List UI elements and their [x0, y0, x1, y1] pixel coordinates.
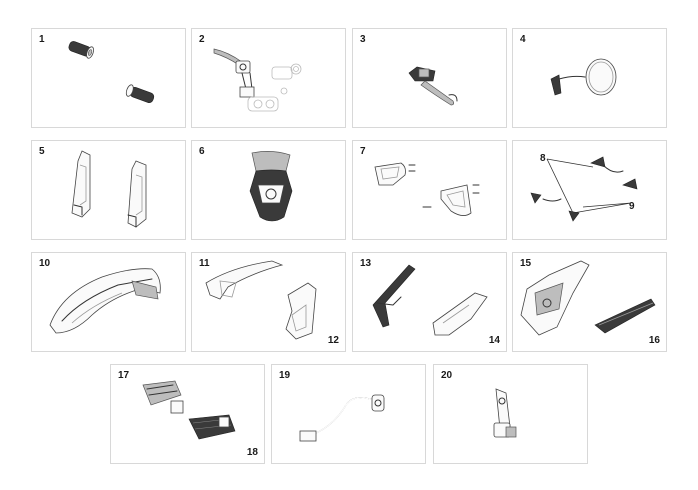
part-cell-rear-fender[interactable]: 15 16	[512, 252, 667, 352]
part-number: 3	[360, 34, 366, 45]
part-number: 19	[279, 370, 291, 381]
part-cell-hand-guards[interactable]: 7	[352, 140, 507, 240]
rear-fender-illustration	[520, 260, 656, 336]
part-number: 11	[199, 258, 210, 269]
part-number-secondary: 14	[488, 335, 500, 346]
footpegs-illustration	[142, 380, 236, 440]
headlight-mask-illustration	[249, 151, 293, 222]
part-number: 2	[199, 34, 205, 45]
part-cell-fork-guards[interactable]: 5	[31, 140, 186, 240]
part-number: 7	[360, 146, 366, 157]
part-number-secondary: 12	[327, 335, 339, 346]
part-number: 4	[520, 34, 526, 45]
part-cell-headlight-mask[interactable]: 6	[191, 140, 346, 240]
part-number: 13	[360, 258, 372, 269]
part-number: 10	[39, 258, 51, 269]
hand-guards-illustration	[374, 162, 480, 216]
lever-guard-illustration	[408, 66, 458, 106]
part-number-secondary: 9	[629, 201, 635, 212]
part-number: 6	[199, 146, 205, 157]
side-stand-illustration	[493, 388, 517, 438]
front-fender-illustration	[49, 268, 161, 334]
turn-signals-illustration	[530, 156, 638, 222]
part-cell-turn-signals[interactable]: 8 9	[512, 140, 667, 240]
part-cell-front-fender[interactable]: 10	[31, 252, 186, 352]
part-cell-side-panels[interactable]: 13 14	[352, 252, 507, 352]
part-number: 5	[39, 146, 45, 157]
part-number-secondary: 16	[648, 335, 660, 346]
part-number: 20	[441, 370, 453, 381]
part-cell-lever-master-cylinder[interactable]: 2	[191, 28, 346, 128]
part-number: 1	[39, 34, 45, 45]
part-number: 15	[520, 258, 532, 269]
part-cell-footpegs[interactable]: 17 18	[110, 364, 265, 464]
part-cell-radiator-shrouds[interactable]: 11 12	[191, 252, 346, 352]
radiator-shrouds-illustration	[205, 260, 317, 340]
part-cell-lever-guard[interactable]: 3	[352, 28, 507, 128]
lever-master-cylinder-illustration	[213, 48, 302, 112]
brake-pedal-illustration	[299, 394, 385, 442]
part-cell-brake-pedal[interactable]: 19	[271, 364, 426, 464]
part-number: 8	[540, 153, 546, 164]
part-cell-mirror[interactable]: 4	[512, 28, 667, 128]
part-number: 17	[118, 370, 130, 381]
part-number-secondary: 18	[246, 447, 258, 458]
side-panels-illustration	[372, 264, 488, 336]
part-cell-side-stand[interactable]: 20	[433, 364, 588, 464]
grips-illustration	[68, 41, 155, 103]
mirror-illustration	[550, 58, 617, 96]
fork-guards-illustration	[71, 150, 147, 228]
part-cell-grips[interactable]: 1	[31, 28, 186, 128]
